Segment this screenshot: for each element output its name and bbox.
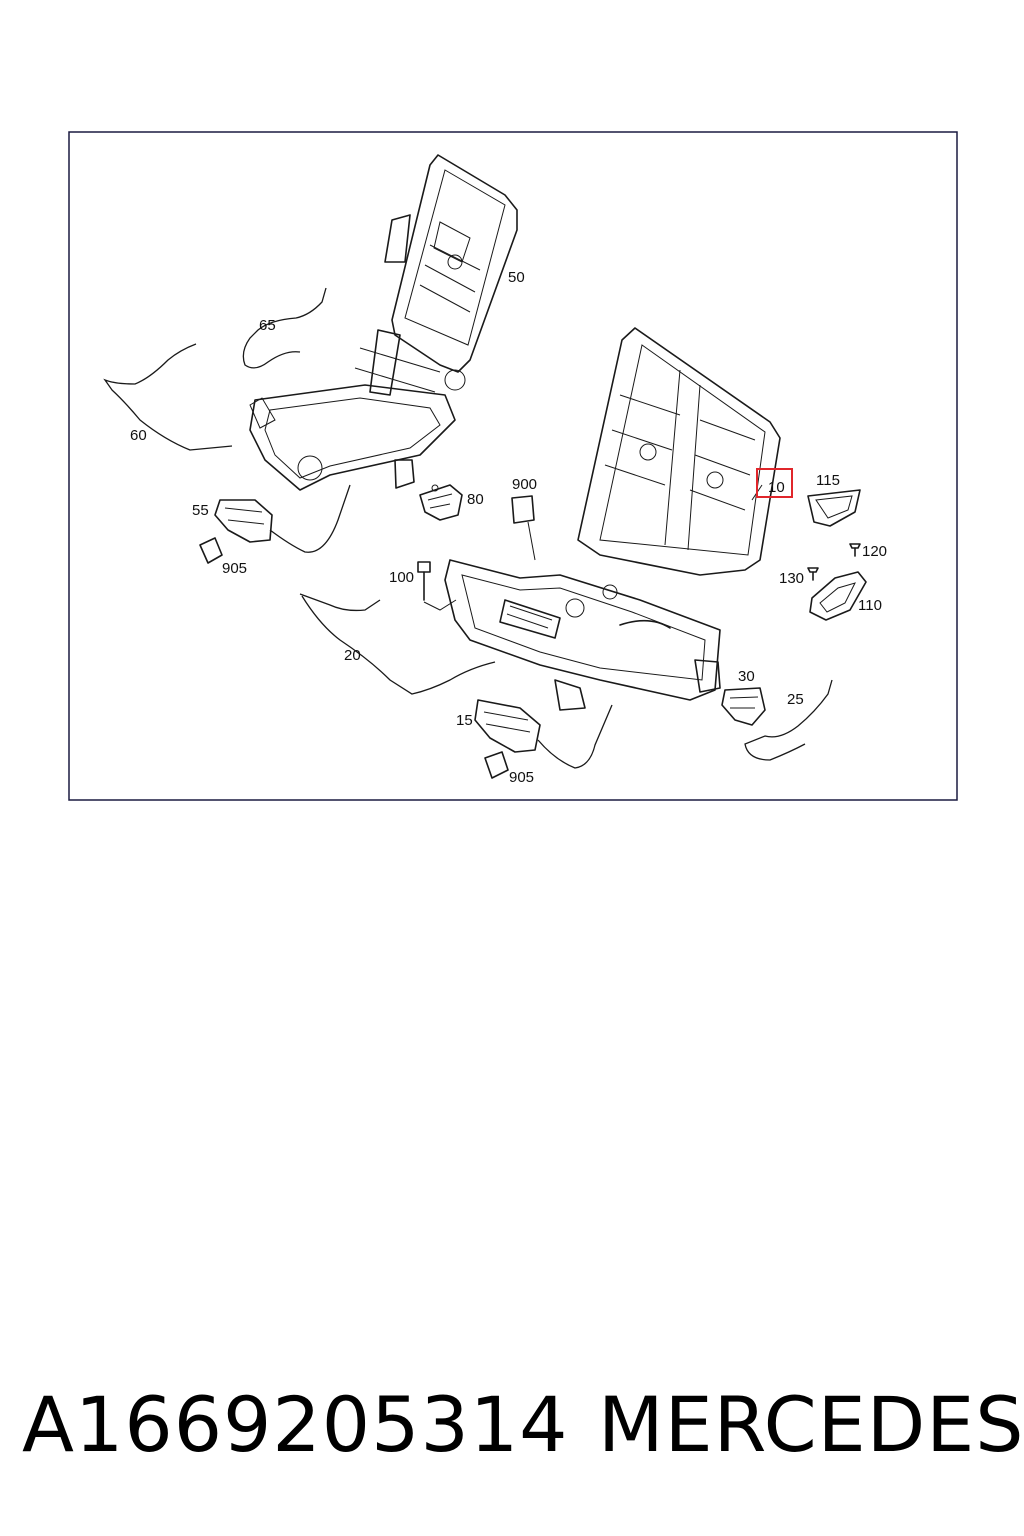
callout-100: 100 — [389, 569, 414, 586]
parts-diagram: 10 15 20 25 30 50 55 60 65 80 100 110 11… — [68, 131, 958, 801]
callout-905-bottom: 905 — [509, 769, 534, 786]
callout-55: 55 — [192, 502, 209, 519]
callout-110: 110 — [858, 597, 882, 614]
highlight-box — [756, 468, 793, 498]
part-25-cable — [744, 679, 833, 761]
part-30-latch — [721, 687, 766, 726]
callout-10: 10 — [768, 479, 785, 496]
callout-80: 80 — [467, 491, 484, 508]
part-900-label — [511, 495, 535, 524]
callout-60: 60 — [130, 427, 147, 444]
part-80-latch — [419, 484, 463, 521]
part-130-screw — [807, 567, 819, 581]
callout-905-left: 905 — [222, 560, 247, 577]
part-60-cable — [103, 343, 233, 451]
part-20-cable — [299, 593, 496, 695]
right-seat-frame — [444, 327, 781, 711]
part-number: A1669205314 — [22, 1380, 569, 1469]
callout-115: 115 — [816, 472, 840, 489]
callout-130: 130 — [779, 570, 804, 587]
part-55-motor — [199, 484, 351, 564]
callout-15: 15 — [456, 712, 473, 729]
callout-50: 50 — [508, 269, 525, 286]
brand-name: MERCEDES — [598, 1380, 1024, 1469]
part-65-cable — [242, 287, 327, 369]
exploded-view-drawing: 10 15 20 25 30 50 55 60 65 80 100 110 11… — [68, 131, 958, 801]
part-15-motor — [474, 699, 613, 779]
callout-120: 120 — [862, 543, 887, 560]
part-100-bolt — [417, 561, 457, 611]
callout-25: 25 — [787, 691, 804, 708]
caption-bar: A1669205314 MERCEDES — [0, 1370, 1024, 1480]
left-seat-frame — [249, 154, 518, 491]
callout-900: 900 — [512, 476, 537, 493]
part-115-cover — [807, 489, 861, 527]
callout-20: 20 — [344, 647, 361, 664]
part-120-screw — [849, 543, 861, 557]
callout-30: 30 — [738, 668, 755, 685]
part-110-handle — [809, 571, 867, 621]
callout-65: 65 — [259, 317, 276, 334]
